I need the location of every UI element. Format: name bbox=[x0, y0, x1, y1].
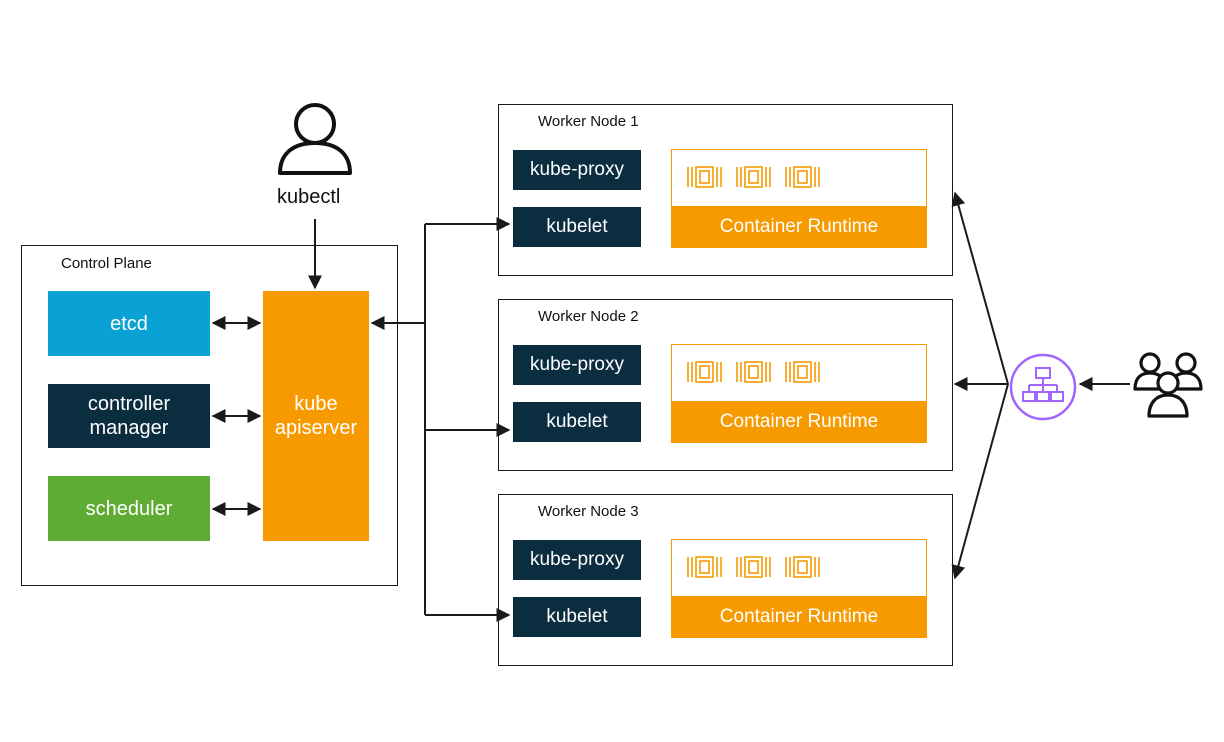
container-chip-icon bbox=[687, 556, 722, 578]
kube-proxy-box: kube-proxy bbox=[513, 345, 641, 385]
container-runtime-label: Container Runtime bbox=[672, 596, 926, 637]
worker-node-2-title: Worker Node 2 bbox=[538, 308, 639, 325]
container-runtime-label: Container Runtime bbox=[672, 401, 926, 442]
container-chip-icon bbox=[687, 361, 722, 383]
kubelet-box: kubelet bbox=[513, 207, 641, 247]
worker-node-2-frame: Worker Node 2 kube-proxy kubelet Contain… bbox=[498, 299, 953, 471]
container-runtime-panel: Container Runtime bbox=[671, 149, 927, 248]
worker-node-1-frame: Worker Node 1 kube-proxy kubelet Contain… bbox=[498, 104, 953, 276]
scheduler-box: scheduler bbox=[48, 476, 210, 541]
person-outline-icon bbox=[278, 103, 352, 175]
kube-proxy-box: kube-proxy bbox=[513, 150, 641, 190]
container-chip-icon bbox=[687, 166, 722, 188]
kubelet-box: kubelet bbox=[513, 597, 641, 637]
kubelet-box: kubelet bbox=[513, 402, 641, 442]
container-runtime-label: Container Runtime bbox=[672, 206, 926, 247]
etcd-box: etcd bbox=[48, 291, 210, 356]
container-chip-icon bbox=[785, 361, 820, 383]
load-balancer-icon bbox=[1009, 353, 1077, 421]
kubectl-label: kubectl bbox=[277, 186, 341, 208]
lb-to-node-1-arrow bbox=[951, 191, 1009, 385]
worker-node-1-title: Worker Node 1 bbox=[538, 113, 639, 130]
container-chip-icon bbox=[785, 166, 820, 188]
controller-manager-box: controller manager bbox=[48, 384, 210, 448]
container-chip-icon bbox=[736, 166, 771, 188]
control-plane-title: Control Plane bbox=[61, 255, 152, 272]
container-runtime-panel: Container Runtime bbox=[671, 344, 927, 443]
kube-proxy-box: kube-proxy bbox=[513, 540, 641, 580]
kube-apiserver-box: kube apiserver bbox=[263, 291, 369, 541]
users-group-icon bbox=[1133, 352, 1203, 418]
worker-node-3-title: Worker Node 3 bbox=[538, 503, 639, 520]
container-chip-icon bbox=[736, 361, 771, 383]
container-chip-icon bbox=[785, 556, 820, 578]
container-runtime-panel: Container Runtime bbox=[671, 539, 927, 638]
container-chip-icon bbox=[736, 556, 771, 578]
lb-to-node-3-arrow bbox=[951, 383, 1009, 580]
control-plane-frame bbox=[21, 245, 398, 586]
worker-node-3-frame: Worker Node 3 kube-proxy kubelet Contain… bbox=[498, 494, 953, 666]
